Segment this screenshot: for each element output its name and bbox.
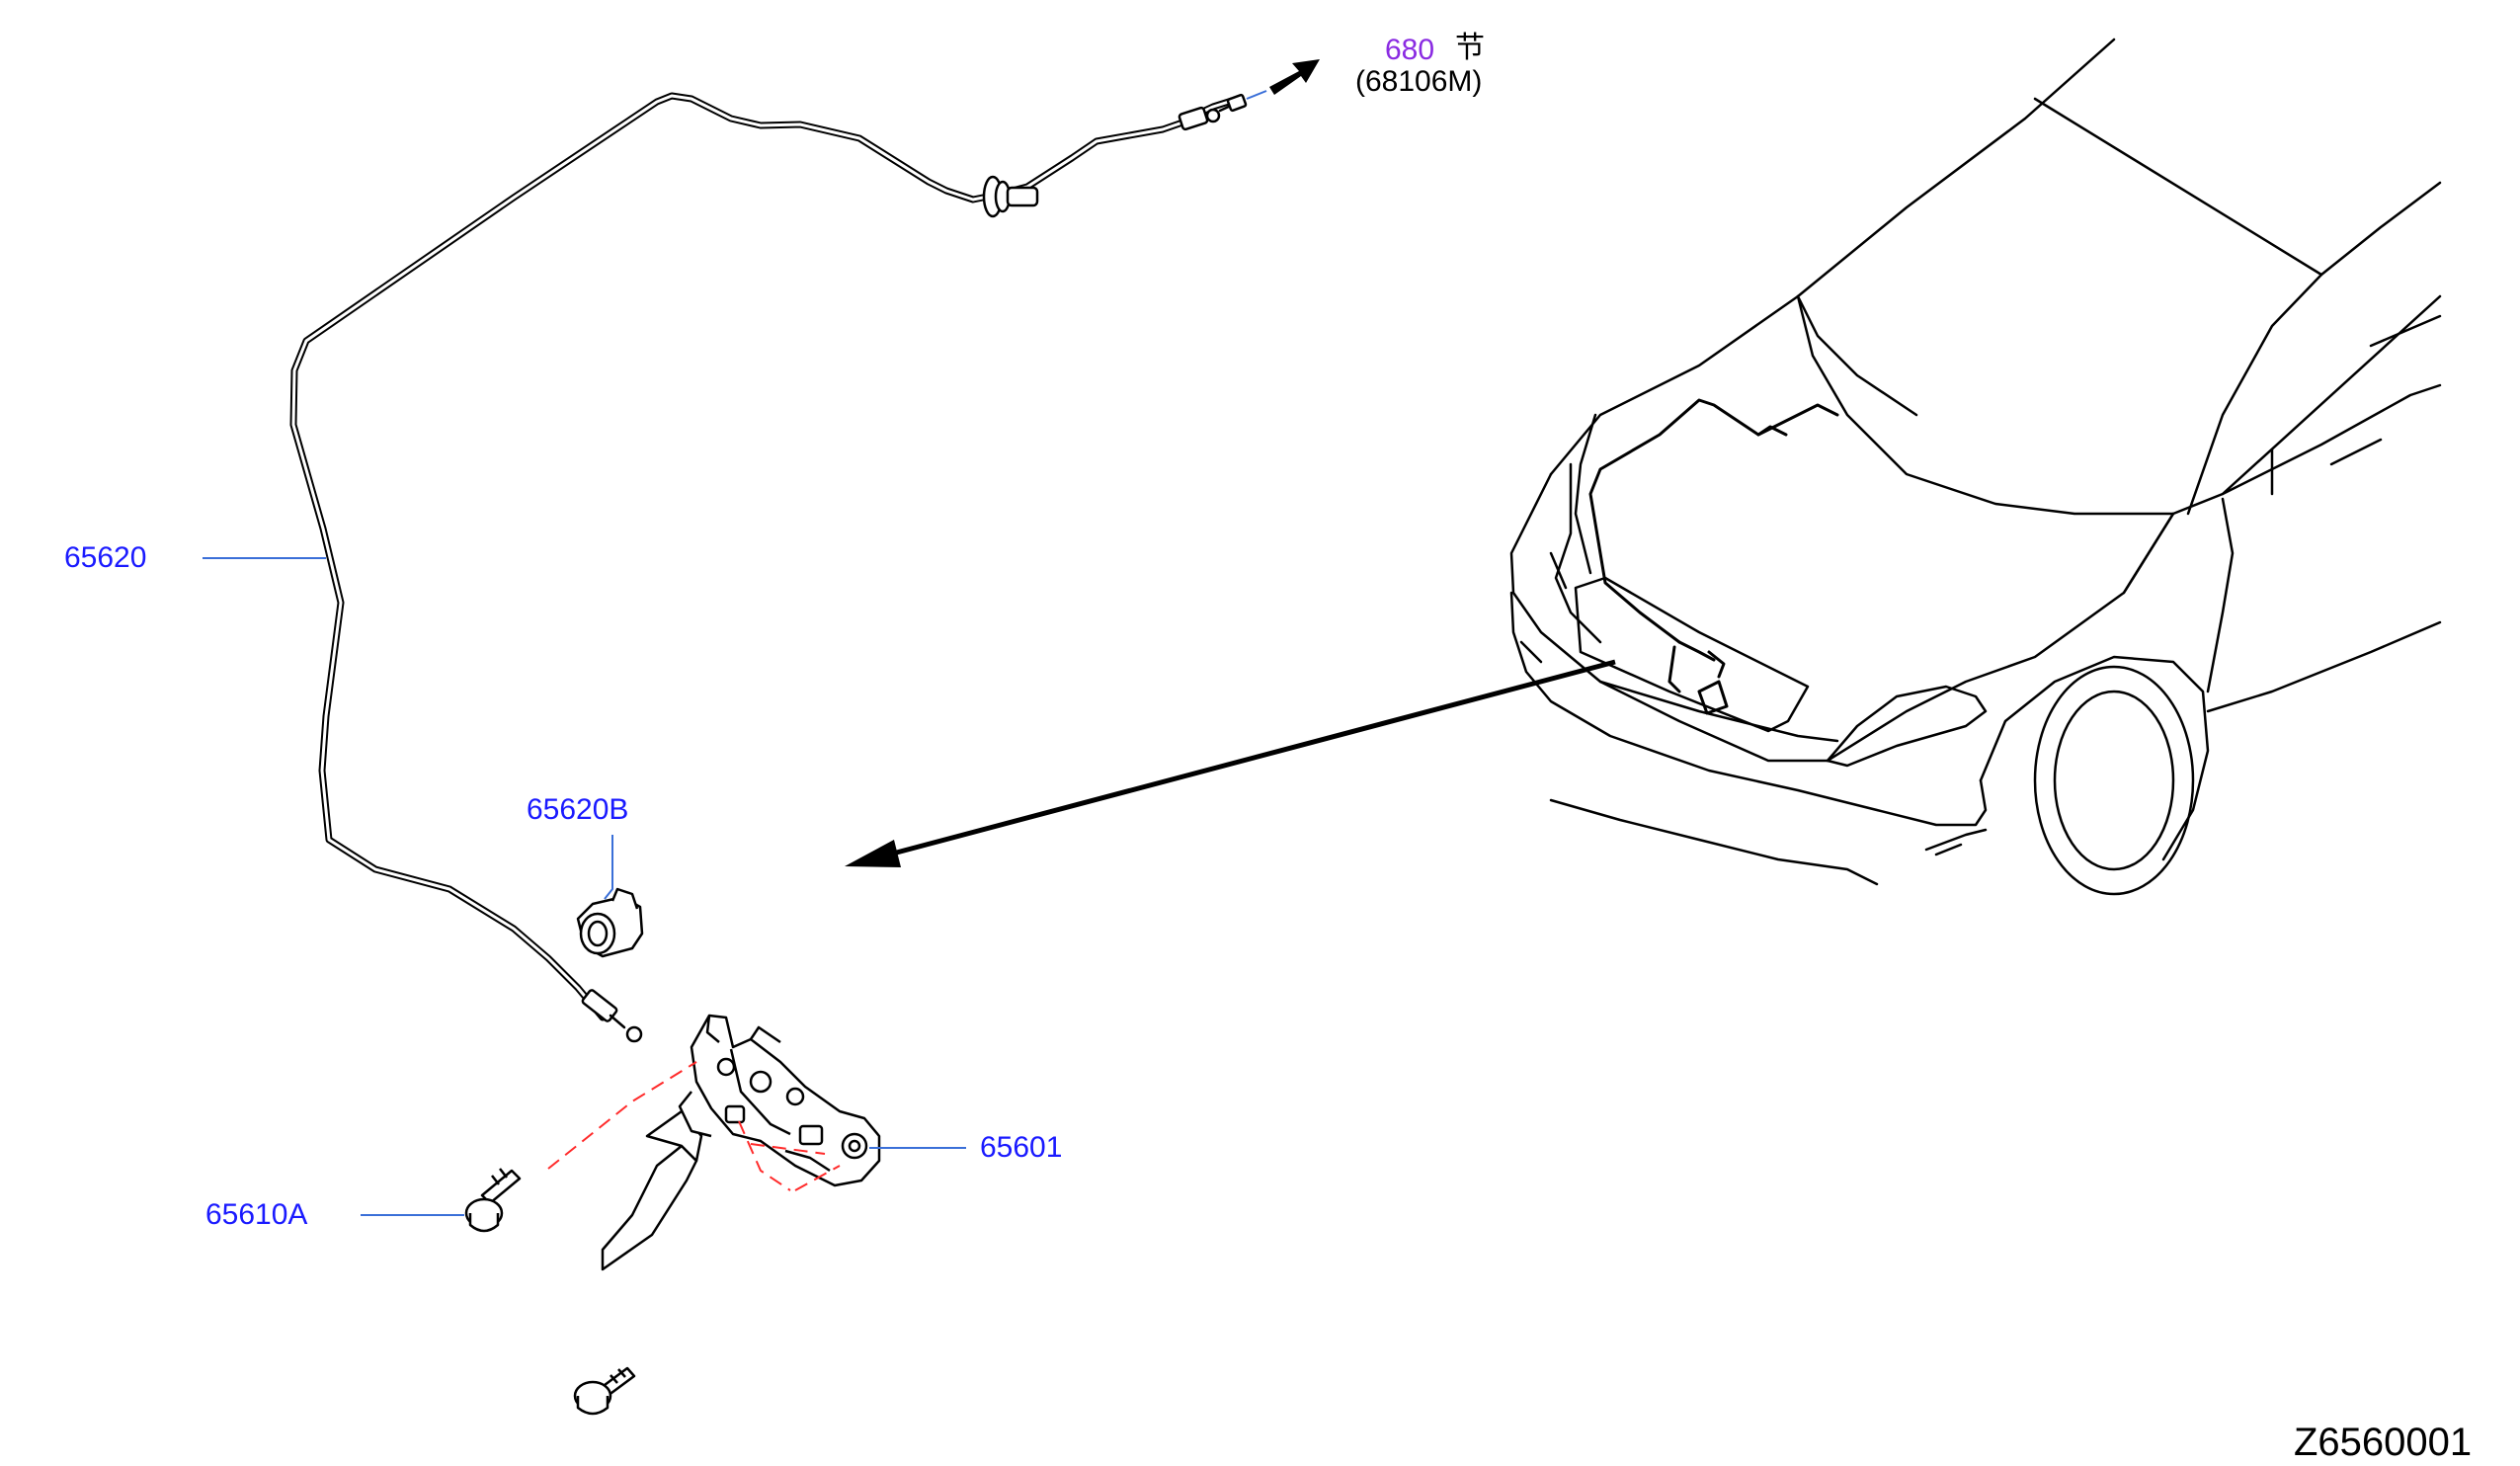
reference-number[interactable]: 680	[1385, 34, 1435, 66]
callout-65601[interactable]: 65601	[980, 1131, 1063, 1164]
dashed-guides	[547, 1061, 841, 1191]
hood-lock-assembly	[601, 1014, 881, 1271]
bolt-65610A	[464, 1168, 522, 1233]
car-outline	[1509, 38, 2442, 896]
hood-cable	[289, 92, 1248, 1043]
diagram-code: Z6560001	[2294, 1421, 2473, 1464]
reference-arrow	[1269, 59, 1320, 95]
reference-part: (68106M)	[1355, 65, 1483, 98]
car-cable-sketch	[1588, 398, 1839, 715]
reference-glyph: 节	[1455, 32, 1485, 64]
ref-leader	[1246, 90, 1267, 100]
detail-arrow	[845, 659, 1616, 867]
callout-65620[interactable]: 65620	[64, 541, 147, 574]
callout-65610A[interactable]: 65610A	[205, 1198, 308, 1231]
loose-bolt	[573, 1366, 636, 1416]
cable-clip	[576, 887, 644, 958]
callout-65620B[interactable]: 65620B	[527, 793, 629, 826]
